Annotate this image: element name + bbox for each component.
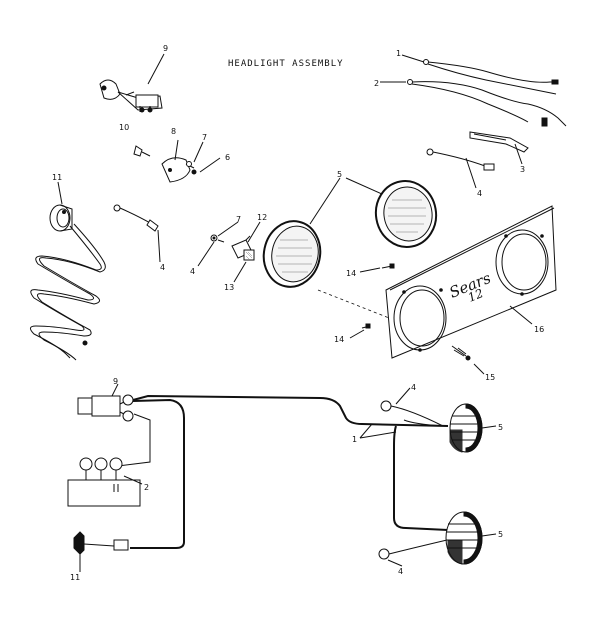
callout-4-mid: 4 bbox=[190, 267, 195, 276]
callout-1-top: 1 bbox=[396, 49, 401, 58]
callout-8: 8 bbox=[171, 127, 176, 136]
lead-part-4-right bbox=[426, 148, 495, 171]
callout-4-right: 4 bbox=[477, 189, 482, 198]
callout-9-top: 9 bbox=[163, 44, 168, 53]
screw-part-14-lower bbox=[361, 323, 371, 329]
leader-12 bbox=[247, 221, 261, 243]
leader-4-wiring-bottom bbox=[387, 559, 403, 567]
beam-switch-plug-part-11 bbox=[73, 531, 129, 555]
callout-10: 10 bbox=[119, 123, 129, 132]
leader-14-upper bbox=[359, 267, 381, 273]
wiring-harness bbox=[117, 394, 449, 549]
callout-1-wiring: 1 bbox=[352, 435, 357, 444]
wire-lead-part-1 bbox=[423, 59, 559, 95]
callout-11-left: 11 bbox=[52, 173, 62, 182]
leader-5-a bbox=[309, 177, 341, 225]
callout-15: 15 bbox=[485, 373, 495, 382]
diagram-title: HEADLIGHT ASSEMBLY bbox=[228, 59, 344, 69]
callout-4-wiring-top: 4 bbox=[411, 383, 416, 392]
callout-7-top: 7 bbox=[202, 133, 207, 142]
leader-7-top bbox=[193, 141, 204, 163]
leader-4-left bbox=[157, 229, 161, 263]
leader-4-mid bbox=[197, 241, 215, 267]
lead-part-4-left bbox=[113, 204, 159, 232]
callout-4-wiring-bottom: 4 bbox=[398, 567, 403, 576]
leader-8 bbox=[174, 139, 179, 161]
leader-2-wiring bbox=[123, 475, 143, 485]
callout-6: 6 bbox=[225, 153, 230, 162]
callout-13: 13 bbox=[224, 283, 234, 292]
callout-4-left: 4 bbox=[160, 263, 165, 272]
leader-14-lower bbox=[349, 329, 365, 339]
screw-part-10 bbox=[133, 145, 151, 157]
callout-7-mid: 7 bbox=[236, 215, 241, 224]
callout-11-bottom: 11 bbox=[70, 573, 80, 582]
leader-9-bottom bbox=[111, 383, 119, 397]
leader-15 bbox=[473, 363, 485, 375]
callout-14-lower: 14 bbox=[334, 335, 344, 344]
leader-1-top bbox=[401, 54, 425, 63]
bolt-part-15 bbox=[451, 345, 471, 361]
switch-part-9 bbox=[99, 79, 163, 113]
lead-part-4-wiring-lower bbox=[378, 539, 448, 560]
callout-16: 16 bbox=[534, 325, 544, 334]
leader-9-top bbox=[147, 53, 165, 85]
leader-7-mid bbox=[217, 221, 239, 237]
callout-9-bottom: 9 bbox=[113, 377, 118, 386]
headlight-lens-rear bbox=[374, 180, 438, 248]
callout-5-wiring-bottom: 5 bbox=[498, 530, 503, 539]
leader-5-wiring-top bbox=[481, 425, 497, 429]
leader-6 bbox=[199, 157, 221, 173]
callout-5-wiring-top: 5 bbox=[498, 423, 503, 432]
beam-switch-part-11 bbox=[49, 204, 73, 232]
callout-3: 3 bbox=[520, 165, 525, 174]
callout-2-wiring: 2 bbox=[144, 483, 149, 492]
terminal-block-part-2 bbox=[67, 457, 141, 507]
coiled-cord bbox=[30, 223, 106, 361]
mounting-panel-part-16: Sears 12 bbox=[385, 205, 557, 359]
callout-12: 12 bbox=[257, 213, 267, 222]
callout-5-top: 5 bbox=[337, 170, 342, 179]
bulb-part-13 bbox=[243, 249, 255, 261]
leader-1-wiring-b bbox=[359, 431, 397, 439]
leader-3 bbox=[514, 143, 523, 165]
brand-model: 12 bbox=[466, 286, 485, 305]
headlight-part-5-lower bbox=[445, 511, 483, 565]
nut-part-7 bbox=[186, 161, 197, 175]
leader-11-left bbox=[57, 181, 63, 205]
leader-5-wiring-bottom bbox=[481, 533, 497, 537]
leader-4-right bbox=[465, 157, 477, 189]
leader-4-wiring-top bbox=[395, 387, 411, 405]
screw-part-14-upper bbox=[381, 263, 395, 269]
nut-part-7-mid bbox=[210, 234, 225, 243]
leader-13 bbox=[233, 261, 247, 283]
callout-2-top: 2 bbox=[374, 79, 379, 88]
headlight-lens-front bbox=[262, 220, 322, 288]
bracket-part-8 bbox=[161, 157, 195, 183]
leader-5-b bbox=[345, 177, 383, 195]
switch-part-9-schematic bbox=[77, 394, 134, 422]
lead-part-4-wiring-upper bbox=[380, 400, 444, 427]
connector-part-3 bbox=[469, 131, 529, 153]
leader-1-wiring-a bbox=[359, 423, 373, 439]
headlight-part-5-upper bbox=[449, 403, 483, 453]
wire-lead-part-2 bbox=[407, 79, 567, 127]
callout-14-upper: 14 bbox=[346, 269, 356, 278]
leader-16 bbox=[509, 305, 533, 325]
